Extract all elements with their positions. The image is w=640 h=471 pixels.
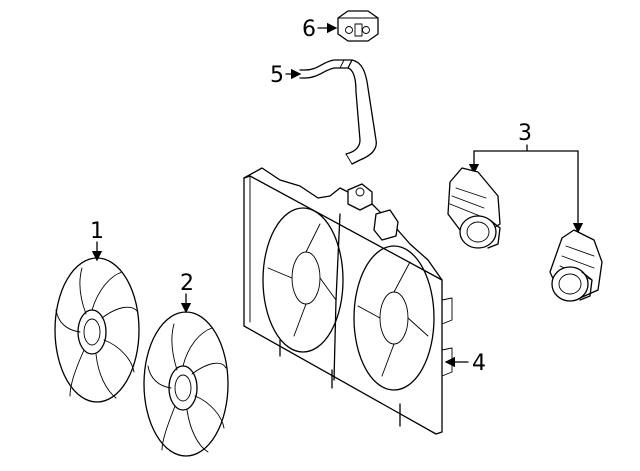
callout-4-label: 4	[472, 351, 486, 376]
part-5-hose[interactable]	[299, 59, 377, 165]
callout-5: 5	[270, 63, 302, 88]
part-2-fan-blade[interactable]	[143, 311, 229, 457]
callout-4: 4	[444, 351, 486, 376]
callout-1-label: 1	[90, 219, 104, 244]
part-6-sensor[interactable]	[337, 10, 379, 42]
callout-3: 3	[468, 121, 584, 234]
callout-1: 1	[90, 219, 104, 262]
callout-6-label: 6	[302, 17, 316, 42]
part-3-resistor-upper[interactable]	[447, 167, 501, 249]
callout-2: 2	[180, 271, 194, 314]
part-1-fan-blade[interactable]	[54, 257, 140, 403]
callout-5-label: 5	[270, 63, 284, 88]
part-4-fan-shroud[interactable]	[243, 167, 453, 435]
callout-6: 6	[302, 17, 338, 42]
callout-3-label: 3	[518, 121, 532, 146]
callout-2-label: 2	[180, 271, 194, 296]
part-3-resistor-lower[interactable]	[549, 229, 603, 302]
